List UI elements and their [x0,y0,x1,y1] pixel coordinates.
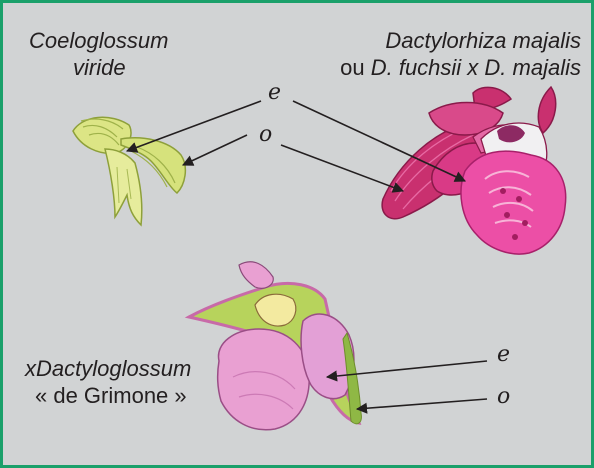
caption-dactylorhiza-line2-prefix: ou [340,55,371,80]
marker-top-o: o [259,122,272,147]
dactylorhiza-flower [382,87,566,254]
marker-bottom-e: e [497,342,510,367]
top-o-line-right [281,145,403,191]
hybrid-flower [189,262,361,430]
marker-top-e: e [268,80,281,105]
marker-bottom-o: o [497,384,510,409]
caption-dactylorhiza-line1: Dactylorhiza majalis [340,27,581,54]
top-o-line-left [183,135,247,165]
caption-hybrid: xDactyloglossum « de Grimone » [25,355,191,409]
caption-coeloglossum-line2: viride [29,54,168,81]
caption-coeloglossum-line1: Coeloglossum [29,27,168,54]
top-e-line-left [127,101,261,151]
caption-dactylorhiza-line2-species: D. fuchsii x D. majalis [371,55,581,80]
caption-dactylorhiza: Dactylorhiza majalis ou D. fuchsii x D. … [340,27,581,81]
caption-hybrid-line2: « de Grimone » [25,382,191,409]
coeloglossum-flower [73,117,185,225]
caption-coeloglossum: Coeloglossum viride [29,27,168,81]
caption-hybrid-line1: xDactyloglossum [25,355,191,382]
bottom-o-line [357,399,487,409]
